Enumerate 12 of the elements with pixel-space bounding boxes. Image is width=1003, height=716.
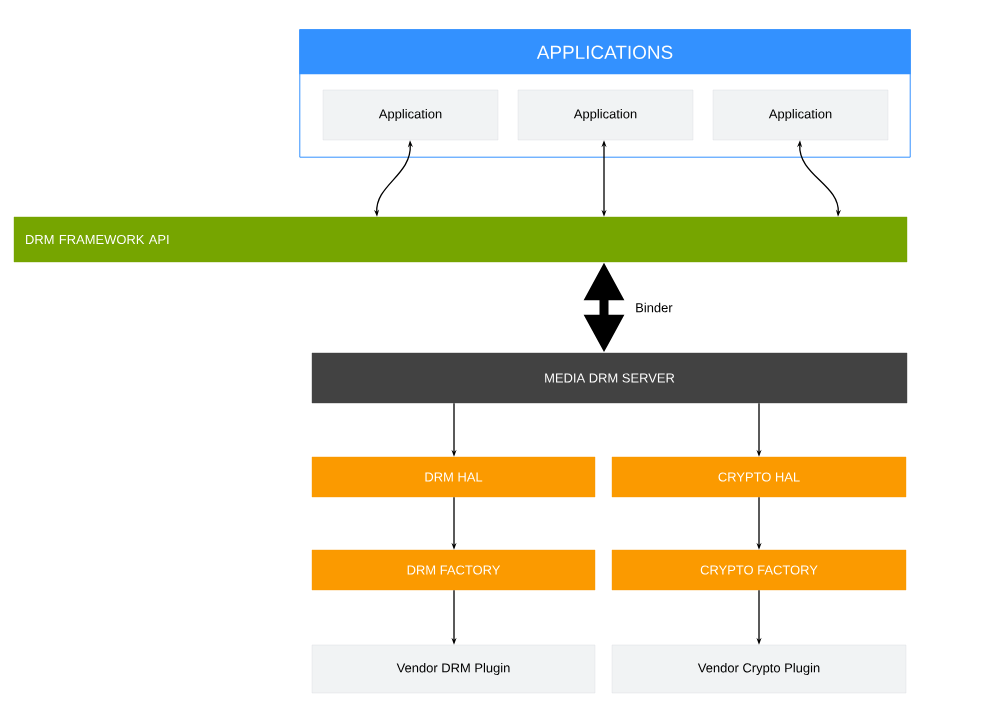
application-box: Application	[712, 89, 889, 141]
server-bar: MEDIA DRM SERVER	[311, 352, 908, 404]
application-box: Application	[517, 89, 694, 141]
application-box: Application	[322, 89, 499, 141]
plugin-box: Vendor DRM Plugin	[311, 644, 596, 694]
framework-bar: DRM FRAMEWORK API	[13, 216, 908, 263]
hal-box: CRYPTO HAL	[611, 456, 907, 498]
edge-label: Binder	[636, 302, 673, 313]
hal-box: DRM HAL	[311, 456, 596, 498]
factory-box: CRYPTO FACTORY	[611, 549, 907, 591]
factory-box: DRM FACTORY	[311, 549, 596, 591]
plugin-box: Vendor Crypto Plugin	[611, 644, 907, 694]
